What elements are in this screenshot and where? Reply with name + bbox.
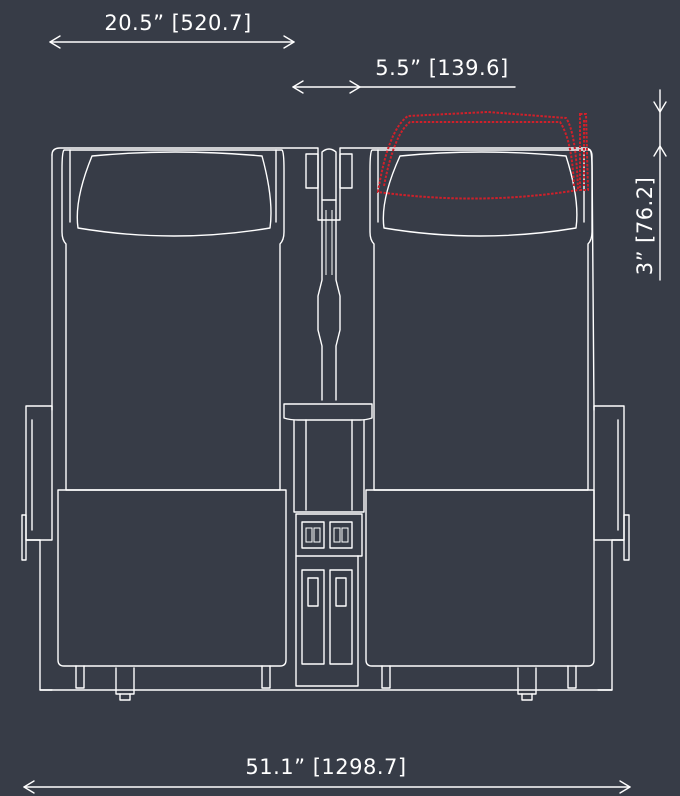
- dimension-head-width-label: 20.5” [520.7]: [104, 11, 251, 35]
- arrow-left-icon: [23, 780, 35, 794]
- arrow-up-icon: [653, 145, 667, 157]
- right-seat: [365, 149, 595, 701]
- arrow-right-icon: [283, 35, 295, 49]
- right-seat-back: [369, 149, 593, 491]
- arrow-left-icon: [292, 80, 304, 94]
- dimension-total-width: 51.1” [1298.7]: [23, 755, 631, 794]
- dimension-headrest-offset-label: 5.5” [139.6]: [375, 56, 508, 80]
- dimension-head-width: 20.5” [520.7]: [49, 11, 295, 49]
- arrow-down-icon: [653, 101, 667, 113]
- arrow-left-icon: [49, 35, 61, 49]
- left-armrest: [25, 405, 53, 541]
- left-seat: [57, 149, 287, 701]
- control-panel: [295, 513, 363, 557]
- headrest-highlight: [376, 110, 590, 200]
- center-console: [283, 148, 373, 687]
- arrow-right-icon: [619, 780, 631, 794]
- left-headrest: [76, 151, 272, 237]
- right-seat-cushion: [365, 489, 595, 667]
- left-seat-cushion: [57, 489, 287, 667]
- right-armrest: [593, 405, 625, 541]
- dimension-headrest-height-label: 3” [76.2]: [633, 177, 657, 276]
- arrow-right-icon: [349, 80, 361, 94]
- dimension-headrest-height: 3” [76.2]: [633, 89, 667, 281]
- right-headrest: [382, 151, 578, 237]
- dimension-headrest-offset: 5.5” [139.6]: [292, 56, 516, 94]
- center-armrest: [283, 403, 373, 421]
- dimension-total-width-label: 51.1” [1298.7]: [245, 755, 406, 779]
- left-seat-back: [61, 149, 285, 491]
